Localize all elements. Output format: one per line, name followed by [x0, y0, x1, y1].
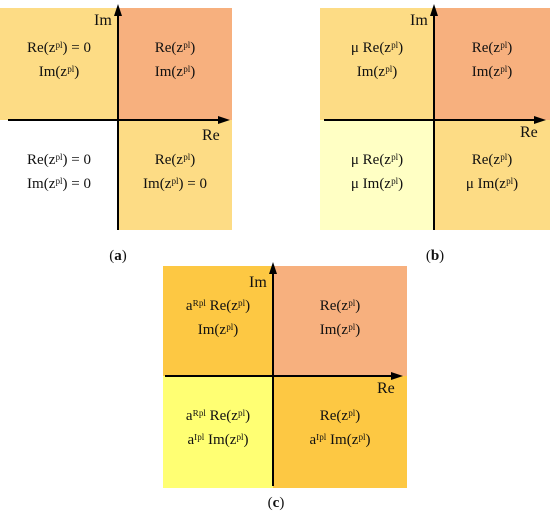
- quadrant-bottom-left: aᴿᵖˡ Re(zᵖˡ) aᴵᵖˡ Im(zᵖˡ): [163, 376, 273, 488]
- quadrant-top-left: μ Re(zᵖˡ) Im(zᵖˡ): [320, 8, 434, 120]
- imaginary-axis-label: Im: [94, 12, 112, 29]
- panel-c-caption: (c): [267, 495, 285, 511]
- quadrant-top-right: Re(zᵖˡ) Im(zᵖˡ): [434, 8, 550, 120]
- quadrant-imaginary-part: aᴵᵖˡ Im(zᵖˡ): [309, 432, 371, 448]
- real-axis: [8, 119, 220, 121]
- imaginary-axis: [117, 14, 119, 230]
- panel-a: Re(zᵖˡ) = 0 Im(zᵖˡ) Re(zᵖˡ) Im(zᵖˡ) Re(z…: [0, 0, 232, 232]
- quadrant-imaginary-part: aᴵᵖˡ Im(zᵖˡ): [187, 432, 249, 448]
- real-axis-arrow: [391, 372, 403, 380]
- real-axis: [165, 375, 393, 377]
- quadrant-imaginary-part: Im(zᵖˡ): [471, 64, 513, 80]
- quadrant-bottom-right: Re(zᵖˡ) aᴵᵖˡ Im(zᵖˡ): [273, 376, 407, 488]
- quadrant-real-part: aᴿᵖˡ Re(zᵖˡ): [185, 298, 251, 314]
- quadrant-imaginary-part: Im(zᵖˡ) = 0: [27, 176, 91, 192]
- quadrant-imaginary-part: Im(zᵖˡ): [38, 64, 80, 80]
- imaginary-axis-label: Im: [249, 274, 267, 291]
- quadrant-real-part: Re(zᵖˡ) = 0: [27, 152, 91, 168]
- real-axis-arrow: [218, 116, 230, 124]
- quadrant-real-part: Re(zᵖˡ): [154, 152, 196, 168]
- quadrant-bottom-right: Re(zᵖˡ) Im(zᵖˡ) = 0: [118, 120, 232, 230]
- real-axis-label: Re: [520, 124, 538, 141]
- quadrant-imaginary-part: μ Im(zᵖˡ): [465, 176, 519, 192]
- panel-a-caption: (a): [109, 248, 127, 264]
- imaginary-axis: [272, 272, 274, 486]
- quadrant-real-part: Re(zᵖˡ): [319, 298, 361, 314]
- quadrant-top-right: Re(zᵖˡ) Im(zᵖˡ): [273, 266, 407, 376]
- real-axis-arrow: [534, 116, 546, 124]
- real-axis: [324, 119, 536, 121]
- quadrant-real-part: Re(zᵖˡ) = 0: [27, 40, 91, 56]
- quadrant-imaginary-part: Im(zᵖˡ): [197, 322, 239, 338]
- quadrant-top-left: Re(zᵖˡ) = 0 Im(zᵖˡ): [0, 8, 118, 120]
- real-axis-label: Re: [377, 380, 395, 397]
- quadrant-real-part: Re(zᵖˡ): [319, 408, 361, 424]
- quadrant-real-part: aᴿᵖˡ Re(zᵖˡ): [185, 408, 251, 424]
- panel-b: μ Re(zᵖˡ) Im(zᵖˡ) Re(zᵖˡ) Im(zᵖˡ) μ Re(z…: [320, 0, 550, 232]
- quadrant-imaginary-part: Im(zᵖˡ): [319, 322, 361, 338]
- imaginary-axis-arrow: [114, 4, 122, 16]
- panel-c: aᴿᵖˡ Re(zᵖˡ) Im(zᵖˡ) Re(zᵖˡ) Im(zᵖˡ) aᴿᵖ…: [163, 262, 407, 494]
- real-axis-label: Re: [202, 127, 220, 144]
- panel-b-caption: (b): [425, 248, 445, 264]
- quadrant-imaginary-part: Im(zᵖˡ): [154, 64, 196, 80]
- quadrant-top-left: aᴿᵖˡ Re(zᵖˡ) Im(zᵖˡ): [163, 266, 273, 376]
- imaginary-axis-arrow: [430, 4, 438, 16]
- quadrant-real-part: Re(zᵖˡ): [471, 40, 513, 56]
- quadrant-imaginary-part: Im(zᵖˡ): [356, 64, 398, 80]
- quadrant-real-part: Re(zᵖˡ): [154, 40, 196, 56]
- imaginary-axis-arrow: [269, 262, 277, 274]
- imaginary-axis-label: Im: [410, 12, 428, 29]
- quadrant-top-right: Re(zᵖˡ) Im(zᵖˡ): [118, 8, 232, 120]
- quadrant-imaginary-part: μ Im(zᵖˡ): [350, 176, 404, 192]
- quadrant-bottom-left: μ Re(zᵖˡ) μ Im(zᵖˡ): [320, 120, 434, 230]
- quadrant-bottom-left: Re(zᵖˡ) = 0 Im(zᵖˡ) = 0: [0, 120, 118, 230]
- quadrant-real-part: Re(zᵖˡ): [471, 152, 513, 168]
- quadrant-bottom-right: Re(zᵖˡ) μ Im(zᵖˡ): [434, 120, 550, 230]
- quadrant-real-part: μ Re(zᵖˡ): [350, 40, 404, 56]
- quadrant-real-part: μ Re(zᵖˡ): [350, 152, 404, 168]
- quadrant-imaginary-part: Im(zᵖˡ) = 0: [143, 176, 207, 192]
- imaginary-axis: [433, 14, 435, 230]
